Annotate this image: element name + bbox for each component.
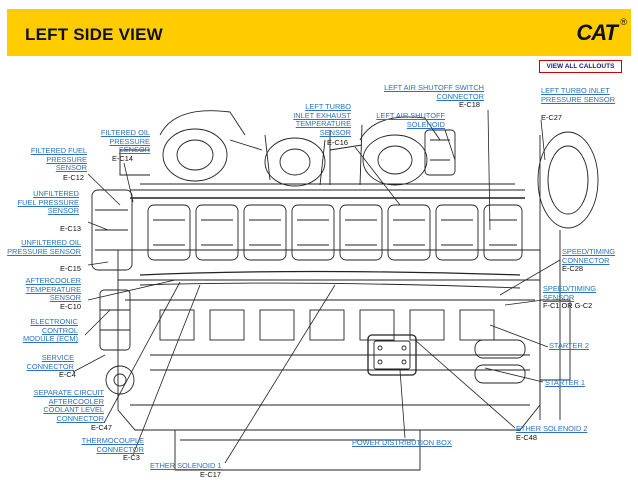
callout-starter-1[interactable]: STARTER 1 <box>545 378 585 387</box>
callout-electronic-control-module[interactable]: ELECTRONIC CONTROL MODULE (ECM) <box>22 317 78 344</box>
code-aftercooler-temperature-sensor: E-C10 <box>60 302 81 311</box>
code-ether-solenoid-1: E-C17 <box>200 470 221 479</box>
code-service-connector: E-C4 <box>59 370 76 379</box>
code-left-air-shutoff-switch-connector: E-C18 <box>459 100 480 109</box>
callout-ether-solenoid-2[interactable]: ETHER SOLENOID 2 <box>516 424 588 433</box>
code-speed-timing-connector: E-C28 <box>562 264 583 273</box>
callout-left-air-shutoff-switch-connector[interactable]: LEFT AIR SHUTOFF SWITCH CONNECTOR <box>384 83 484 101</box>
callout-thermocouple-connector[interactable]: THERMOCOUPLE CONNECTOR <box>81 436 144 454</box>
callout-filtered-oil-pressure-sensor[interactable]: FILTERED OIL PRESSURE SENSOR <box>100 128 150 155</box>
code-ether-solenoid-2: E-C48 <box>516 433 537 442</box>
code-filtered-fuel-pressure-sensor: E-C12 <box>63 173 84 182</box>
registered-mark: ® <box>620 17 627 27</box>
callout-service-connector[interactable]: SERVICE CONNECTOR <box>26 353 75 371</box>
cat-logo: CAT <box>576 20 618 45</box>
callout-unfiltered-fuel-pressure-sensor[interactable]: UNFILTERED FUEL PRESSURE SENSOR <box>17 189 79 216</box>
code-thermocouple-connector: E-C3 <box>123 453 140 462</box>
page-title: LEFT SIDE VIEW <box>25 25 163 44</box>
callout-aftercooler-temperature-sensor[interactable]: AFTERCOOLER TEMPERATURE SENSOR <box>25 276 81 303</box>
callout-speed-timing-sensor[interactable]: SPEED/TIMING SENSOR <box>543 284 596 302</box>
code-separate-circuit-aftercooler-coolant-level-connector: E-C47 <box>91 423 112 432</box>
callout-left-air-shutoff-solenoid[interactable]: LEFT AIR SHUTOFF SOLENOID <box>376 111 445 129</box>
header-bar: LEFT SIDE VIEW CAT ® <box>7 9 631 56</box>
callout-filtered-fuel-pressure-sensor[interactable]: FILTERED FUEL PRESSURE SENSOR <box>30 146 87 173</box>
callout-speed-timing-connector[interactable]: SPEED/TIMING CONNECTOR <box>562 247 615 265</box>
view-all-callouts-button[interactable]: VIEW ALL CALLOUTS <box>539 60 622 73</box>
code-unfiltered-fuel-pressure-sensor: E-C13 <box>60 224 81 233</box>
callout-unfiltered-oil-pressure-sensor[interactable]: UNFILTERED OIL PRESSURE SENSOR <box>7 238 81 256</box>
code-filtered-oil-pressure-sensor: E-C14 <box>112 154 133 163</box>
callout-starter-2[interactable]: STARTER 2 <box>549 341 589 350</box>
callout-separate-circuit-aftercooler-coolant-level-connector[interactable]: SEPARATE CIRCUIT AFTERCOOLER COOLANT LEV… <box>33 388 104 423</box>
callout-power-distribution-box[interactable]: POWER DISTRIBUTION BOX <box>352 438 452 447</box>
callout-left-turbo-inlet-exhaust-temperature-sensor[interactable]: LEFT TURBO INLET EXHAUST TEMPERATURE SEN… <box>293 102 351 137</box>
callout-ether-solenoid-1[interactable]: ETHER SOLENOID 1 <box>150 461 222 470</box>
code-unfiltered-oil-pressure-sensor: E-C15 <box>60 264 81 273</box>
code-left-turbo-inlet-exhaust-temperature-sensor: E-C16 <box>327 138 348 147</box>
code-speed-timing-sensor: F-C1 OR G-C2 <box>543 301 593 310</box>
callout-left-turbo-inlet-pressure-sensor[interactable]: LEFT TURBO INLET PRESSURE SENSOR <box>541 86 615 104</box>
code-left-turbo-inlet-pressure-sensor: E-C27 <box>541 113 562 122</box>
